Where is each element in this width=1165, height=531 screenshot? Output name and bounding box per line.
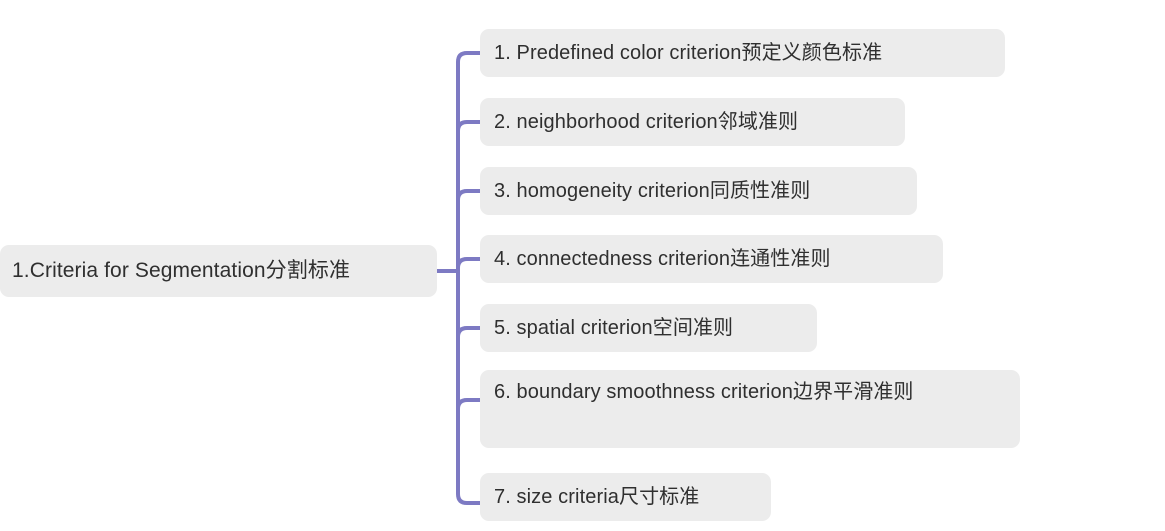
mindmap-branch-node-5[interactable]: 5. spatial criterion空间准则 bbox=[480, 304, 817, 352]
mindmap-root-node[interactable]: 1.Criteria for Segmentation分割标准 bbox=[0, 245, 437, 297]
mindmap-branch-node-7[interactable]: 7. size criteria尺寸标准 bbox=[480, 473, 771, 521]
mindmap-branch-node-2[interactable]: 2. neighborhood criterion邻域准则 bbox=[480, 98, 905, 146]
connector-branch-6 bbox=[456, 398, 480, 410]
mindmap-branch-node-3[interactable]: 3. homogeneity criterion同质性准则 bbox=[480, 167, 917, 215]
connector-branch-5 bbox=[456, 326, 480, 338]
mindmap-branch-node-4[interactable]: 4. connectedness criterion连通性准则 bbox=[480, 235, 943, 283]
connector-branch-7 bbox=[456, 493, 480, 505]
connector-branch-2 bbox=[456, 120, 480, 132]
connector-branch-4 bbox=[456, 257, 480, 269]
connector-branch-3 bbox=[456, 189, 480, 201]
mindmap-branch-node-1[interactable]: 1. Predefined color criterion预定义颜色标准 bbox=[480, 29, 1005, 77]
mindmap-branch-node-6[interactable]: 6. boundary smoothness criterion边界平滑准则 bbox=[480, 370, 1020, 448]
connector-branch-1 bbox=[456, 51, 480, 63]
